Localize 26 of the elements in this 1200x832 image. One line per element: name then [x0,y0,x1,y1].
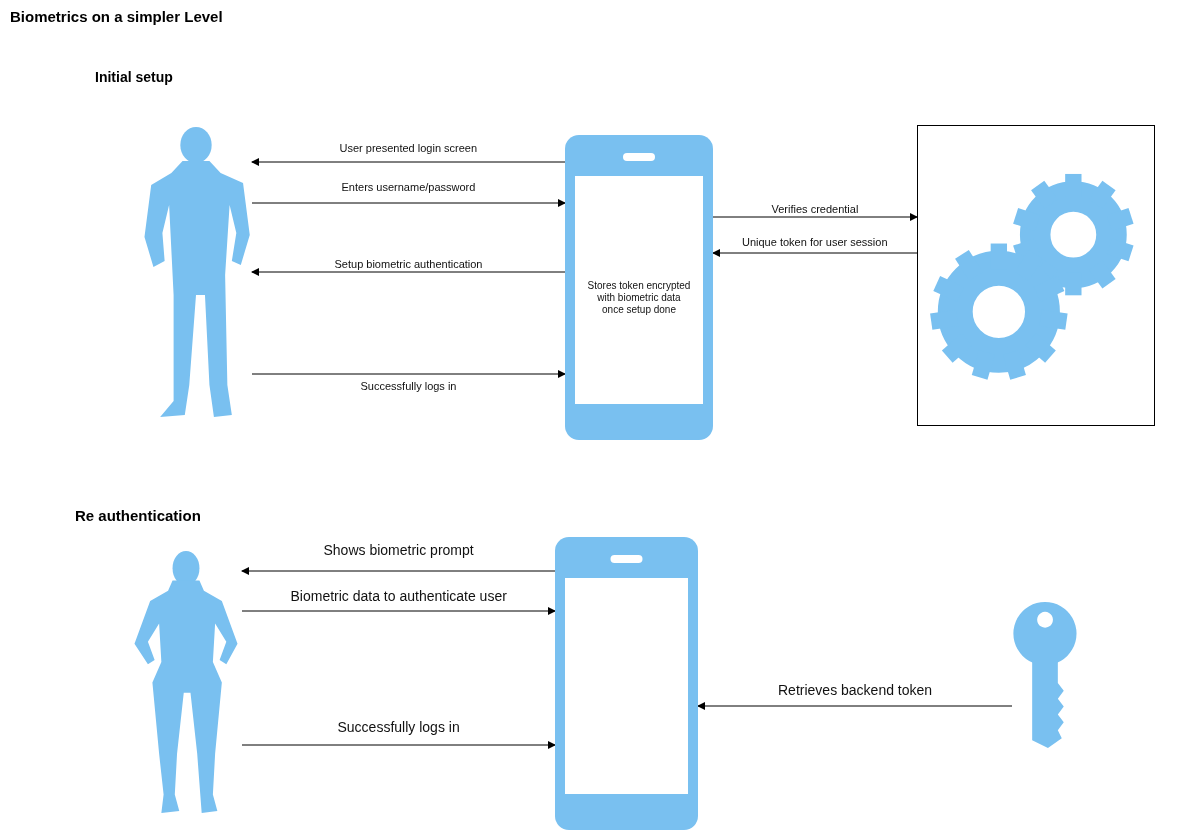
edge-label: Biometric data to authenticate user [288,588,509,604]
edge-label: Successfully logs in [358,380,459,392]
arrow [712,213,918,221]
arrow [251,199,566,207]
edge-label: Successfully logs in [335,719,462,735]
arrow [251,370,566,378]
server-box [917,125,1155,426]
diagram-title: Biometrics on a simpler Level [10,8,223,25]
section-heading: Re authentication [75,507,201,524]
edge-label: Setup biometric authentication [332,258,485,270]
arrow [251,268,566,276]
arrow [241,607,556,615]
arrow [697,702,1013,710]
arrow [251,158,566,166]
edge-label: Retrieves backend token [776,682,935,698]
arrow [712,249,918,257]
edge-label: User presented login screen [337,142,480,154]
edge-label: Unique token for user session [740,236,890,248]
arrow [241,567,556,575]
edge-label: Shows biometric prompt [321,542,476,558]
edge-label: Enters username/password [339,181,478,193]
key-icon [1012,600,1078,750]
section-heading: Initial setup [95,69,173,85]
arrow [241,741,556,749]
node-text: Stores token encrypted with biometric data once setup done [587,280,691,316]
edge-label: Verifies credential [769,203,861,215]
